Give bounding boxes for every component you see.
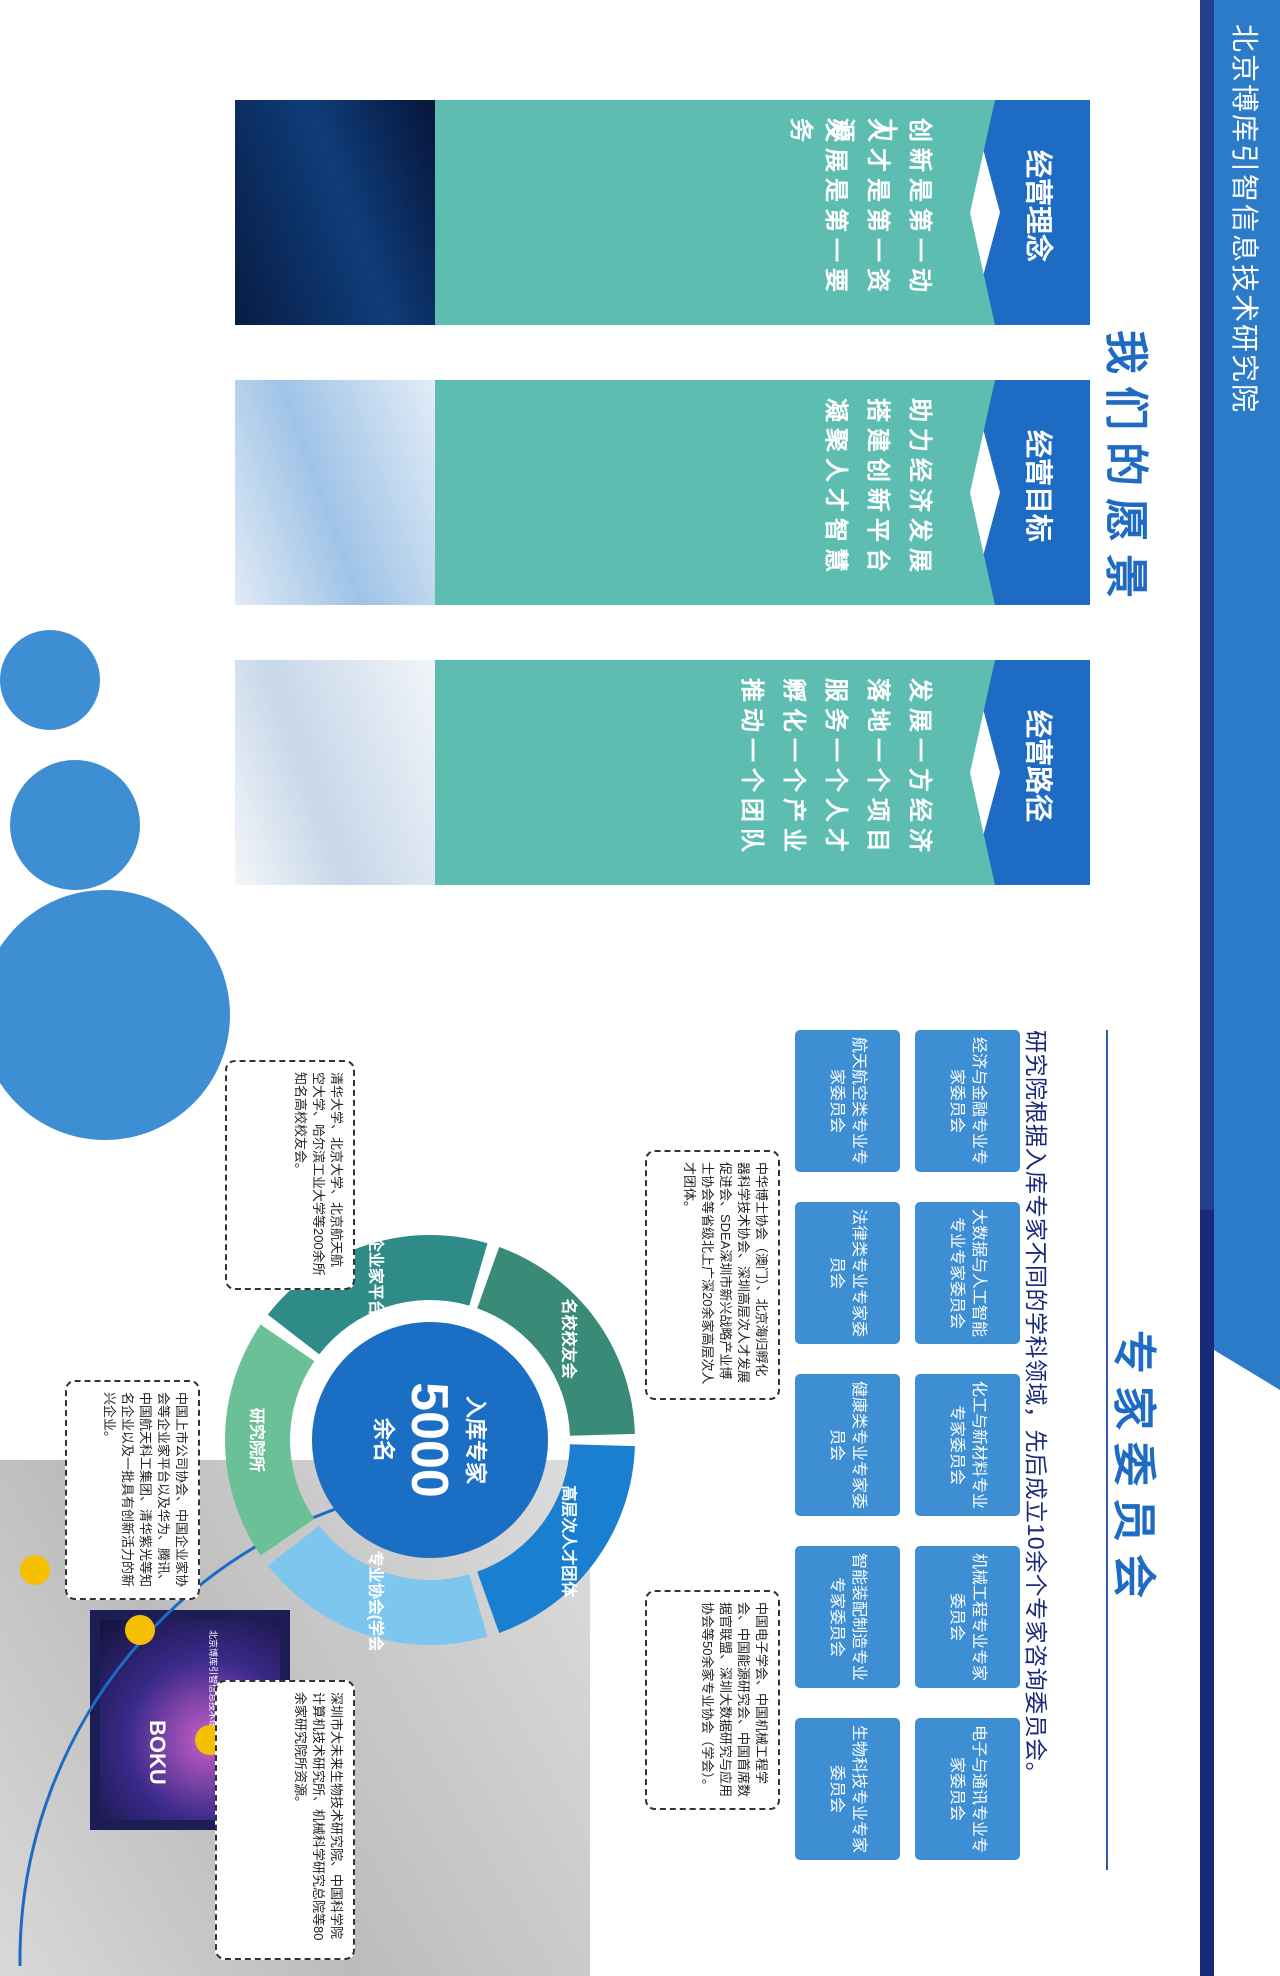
committee-item: 机械工程专业专家委员会 (915, 1546, 1020, 1688)
ring-note: 中国上市公司协会、中国企业家协会等企业家平台以及华为、腾讯、中国航天科工集团、清… (65, 1380, 200, 1600)
committee-item: 航天航空类专业专家委员会 (795, 1030, 900, 1172)
vision-card-line: 搭建创新平台 (864, 398, 891, 578)
committee-item: 智能装配制造专业专家委员会 (795, 1546, 900, 1688)
vision-card-photo (235, 380, 435, 605)
ring-segment-label: 企业家平台 (367, 1235, 386, 1316)
vision-card: 经营理念创新是第一动力人才是第一资源发展是第一要务 (230, 100, 1090, 325)
vision-card-line: 凝聚人才智慧 (822, 398, 849, 578)
committee-item: 生物科技专业专家委员会 (795, 1718, 900, 1860)
ring-segment-label: 名校校友会 (560, 1299, 579, 1379)
vision-card-title: 经营路径 (1023, 710, 1054, 823)
vision-card-title: 经营理念 (1023, 150, 1054, 263)
committee-title: 专家委员会 (1109, 1330, 1158, 1610)
ring-segment (477, 1247, 635, 1436)
ring-segment-label: 研究院所 (248, 1408, 267, 1472)
vision-card-line: 孵化一个产业 (780, 678, 807, 858)
decor-circle-large (0, 890, 230, 1140)
header-stripe-dark (1200, 1210, 1214, 1976)
vision-title: 我们的愿景 (1101, 330, 1150, 610)
ring-note: 深圳市大未来生物技术研究院、中国科学院计算机技术研究所、机械科学研究总院等80余… (215, 1680, 355, 1960)
ring-note: 中华博士协会（澳门）、北京海归孵化器科学技术协会、深圳高层次人才发展促进会、SD… (645, 1150, 780, 1400)
vision-card-line: 助力经济发展 (906, 398, 933, 578)
ring-center-number: 5000 (400, 1382, 458, 1498)
ring-segment (225, 1324, 315, 1556)
decor-circle-mid (10, 760, 140, 890)
ring-segment (267, 1234, 488, 1355)
ring-note: 中国电子学会、中国机械工程学会、中国能源研究会、中国首席数据官联盟、深圳大数据研… (645, 1590, 780, 1810)
ring-segment (267, 1525, 488, 1645)
vision-card-line: 推动一个团队 (738, 678, 765, 858)
ring-segment (477, 1444, 635, 1633)
ring-segment-label: 专业协会(学会) (367, 1551, 386, 1650)
vision-card-photo (235, 100, 435, 325)
vision-card-line: 落地一个项目 (864, 678, 891, 858)
vision-card-line: 发展一方经济 (906, 678, 933, 858)
committee-item: 法律类专业专家委员会 (795, 1202, 900, 1344)
ring-center-label: 入库专家 (463, 1396, 488, 1485)
committee-item: 经济与金融专业专家委员会 (915, 1030, 1020, 1172)
org-name: 北京博库引智信息技术研究院 (1229, 24, 1260, 415)
ring-segment-label: 高层次人才团体 (560, 1485, 579, 1598)
committee-item: 电子与通讯专业专家委员会 (915, 1718, 1020, 1860)
vision-card: 经营目标 助力经济发展搭建创新平台凝聚人才智慧 (230, 380, 1090, 605)
committee-divider (1106, 1030, 1108, 1870)
vision-card-line: 服务一个人才 (822, 678, 849, 858)
committee-item: 健康类专业专家委员会 (795, 1374, 900, 1516)
header-band-tip (1214, 1350, 1280, 1390)
committee-item: 化工与新材料专业专家委员会 (915, 1374, 1020, 1516)
vision-card: 经营路径 发展一方经济落地一个项目服务一个人才孵化一个产业推动一个团队 (230, 660, 1090, 885)
ring-note: 清华大学、北京大学、北京航天航空大学、哈尔滨工业大学等200余所知名高校校友会。 (225, 1060, 355, 1290)
ring-center (312, 1322, 548, 1558)
committee-grid: 经济与金融专业专家委员会大数据与人工智能专业专家委员会化工与新材料专业专家委员会… (795, 1030, 1075, 1870)
vision-card-title: 经营目标 (1023, 430, 1054, 543)
vision-card-photo (235, 660, 435, 885)
decor-circle-small (0, 630, 100, 730)
ring-center-unit: 余名 (371, 1417, 396, 1462)
committee-item: 大数据与人工智能专业专家委员会 (915, 1202, 1020, 1344)
vision-card-line: 发展是第一要务 (787, 118, 849, 298)
